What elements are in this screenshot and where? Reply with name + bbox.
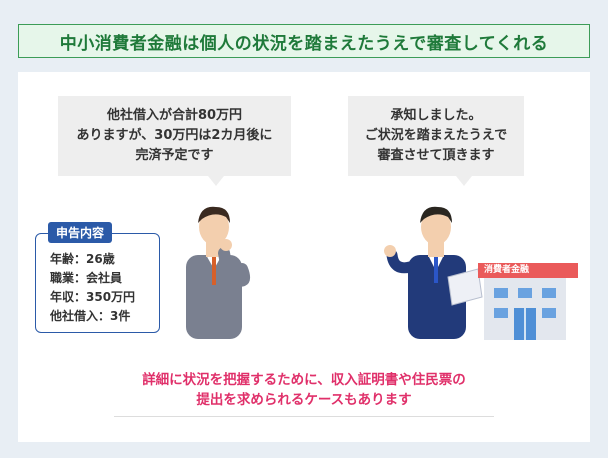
- note-line-1: 詳細に状況を把握するために、収入証明書や住民票の: [142, 372, 466, 388]
- speech-tail: [456, 176, 472, 186]
- customer-speech-line-3: 完済予定です: [135, 148, 214, 163]
- lender-speech-line-2: ご状況を踏まえたうえで: [364, 128, 508, 143]
- customer-speech-line-1: 他社借入が合計80万円: [106, 108, 243, 123]
- declaration-age: 年齢：26歳: [50, 252, 115, 266]
- page-title-banner: 中小消費者金融は個人の状況を踏まえたうえで審査してくれる: [18, 24, 590, 58]
- illustration-card: 他社借入が合計80万円 ありますが、30万円は2カ月後に 完済予定です 承知しま…: [18, 72, 590, 442]
- lender-speech-bubble: 承知しました。 ご状況を踏まえたうえで 審査させて頂きます: [348, 96, 524, 186]
- lender-speech-line-1: 承知しました。: [390, 108, 482, 123]
- declaration-occupation: 職業：会社員: [50, 271, 123, 285]
- lender-illustration: [384, 206, 483, 339]
- declaration-box: 申告内容 年齢：26歳 職業：会社員 年収：350万円 他社借入：3件: [35, 222, 160, 333]
- speech-tail: [208, 176, 224, 186]
- customer-illustration: [186, 206, 251, 339]
- page-title: 中小消費者金融は個人の状況を踏まえたうえで審査してくれる: [59, 33, 549, 54]
- lender-speech-line-3: 審査させて頂きます: [377, 148, 495, 163]
- declaration-label: 申告内容: [48, 222, 113, 243]
- customer-speech-bubble: 他社借入が合計80万円 ありますが、30万円は2カ月後に 完済予定です: [58, 96, 291, 186]
- building-icon: [484, 278, 566, 340]
- customer-speech-line-2: ありますが、30万円は2カ月後に: [76, 128, 273, 143]
- declaration-income: 年収：350万円: [50, 290, 136, 304]
- note-text: 詳細に状況を把握するために、収入証明書や住民票の 提出を求められるケースもありま…: [18, 370, 590, 410]
- declaration-other-loans: 他社借入：3件: [50, 309, 131, 323]
- divider: [114, 416, 494, 417]
- note-line-2: 提出を求められるケースもあります: [196, 392, 412, 408]
- building-sign: 消費者金融: [478, 263, 578, 278]
